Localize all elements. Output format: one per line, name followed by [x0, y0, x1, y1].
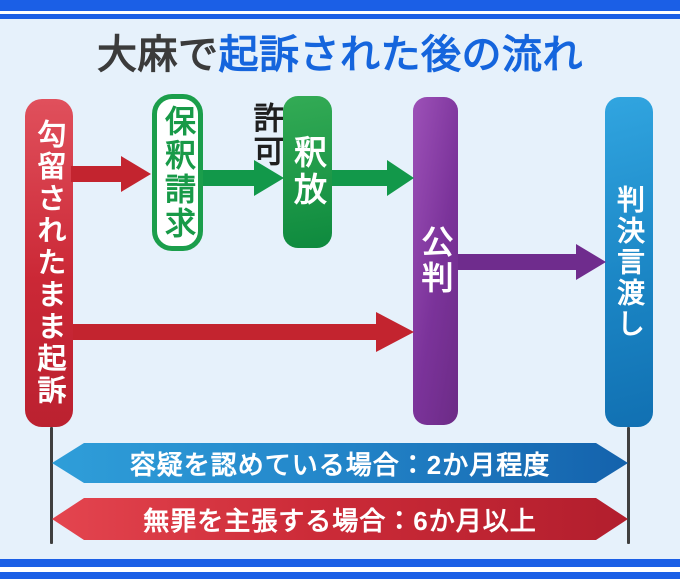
node-trial: 公判 [413, 97, 458, 425]
node-bail-request: 保釈請求 [152, 94, 203, 251]
bottom-stripe-gap [0, 567, 680, 572]
top-stripe-thin [0, 14, 680, 19]
node-judgment: 判決言渡し [605, 97, 653, 427]
node-release: 釈放 [283, 96, 332, 248]
banner-duration-admit: 容疑を認めている場合：2か月程度 [52, 443, 628, 483]
bottom-stripe-thick [0, 559, 680, 567]
page-title: 大麻で起訴された後の流れ [0, 31, 680, 79]
permission-annotation: 許可 [248, 102, 284, 168]
left-duration-refline [50, 427, 53, 544]
page-title-prefix: 大麻で [97, 33, 219, 77]
bottom-stripe-thin [0, 572, 680, 579]
node-detained-indictment: 勾留されたまま起訴 [25, 99, 73, 427]
banner-duration-deny: 無罪を主張する場合：6か月以上 [52, 498, 628, 540]
top-stripe-thick [0, 0, 680, 11]
top-stripe-gap [0, 11, 680, 14]
page-title-highlight: 起訴された後の流れ [218, 33, 583, 77]
right-duration-refline [627, 427, 630, 544]
